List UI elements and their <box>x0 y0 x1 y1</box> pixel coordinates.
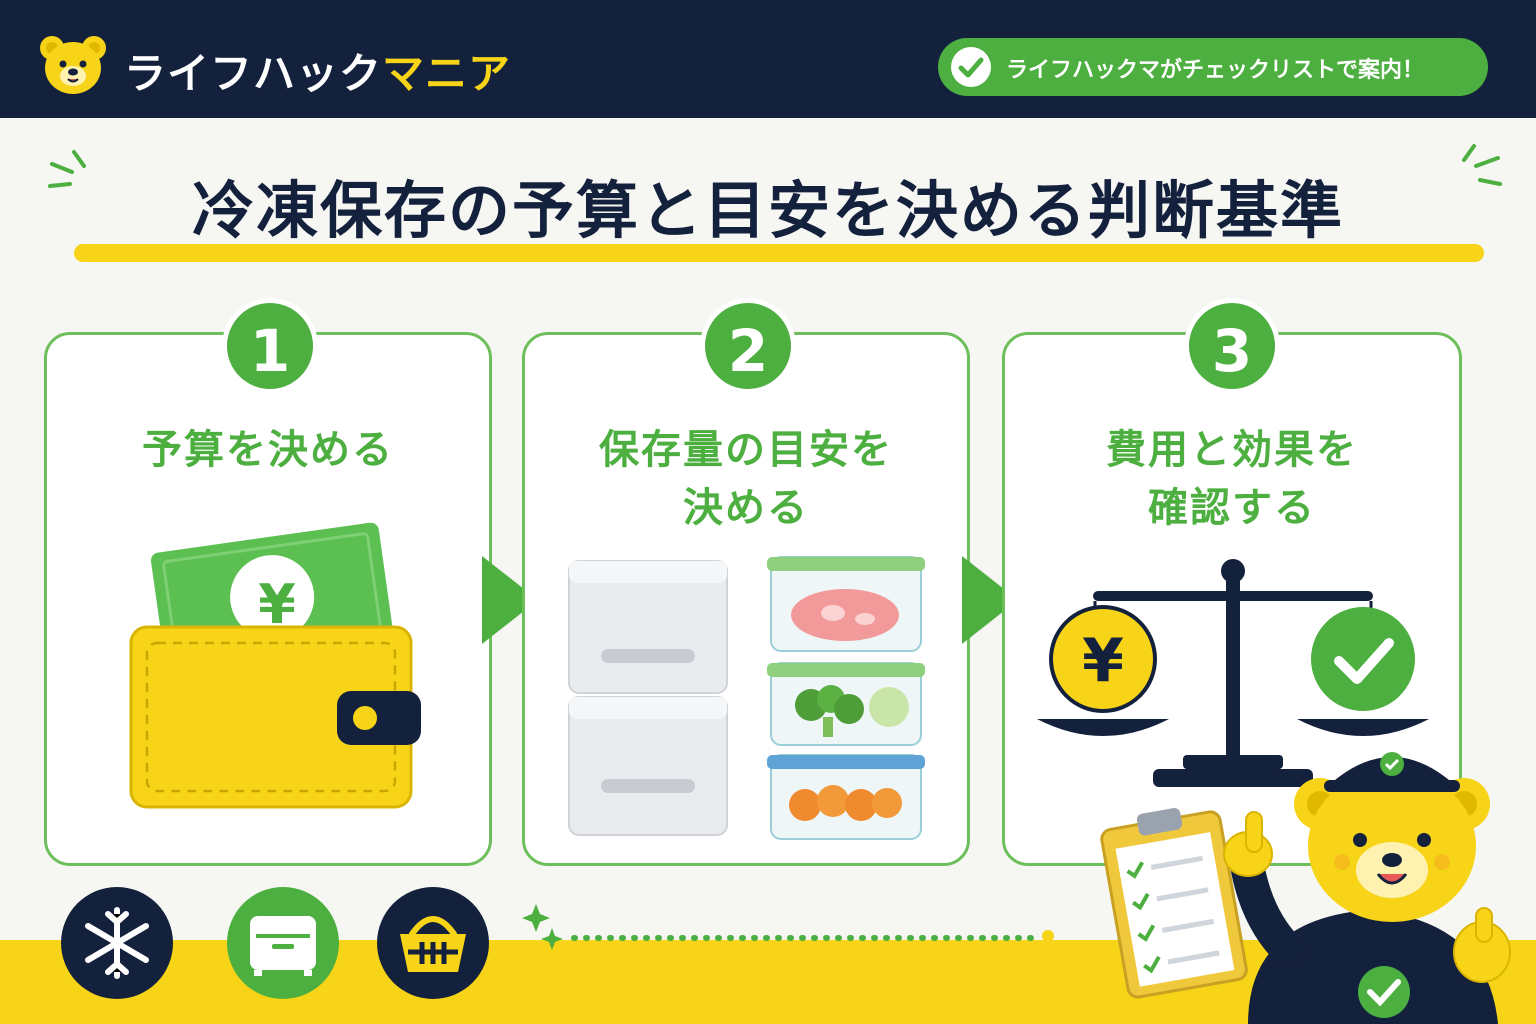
step-card-2: 保存量の目安を 決める <box>522 332 970 866</box>
decorative-dotted-line <box>522 904 1054 950</box>
step-number-2: 2 <box>700 298 796 394</box>
scale-yen-symbol: ¥ <box>1082 626 1124 696</box>
bear-logo-icon <box>40 36 106 94</box>
checklist-badge-text: ライフハックマがチェックリストで案内！ <box>1006 58 1425 83</box>
snowflake-icon <box>61 887 173 999</box>
title-underline <box>74 244 1484 262</box>
brand-name-part2: マニア <box>382 49 512 98</box>
basket-icon <box>377 887 489 999</box>
step-1-label: 予算を決める <box>47 421 489 479</box>
step-card-1: 予算を決める ¥ <box>44 332 492 866</box>
step-number-3: 3 <box>1184 298 1280 394</box>
arrow-right-icon <box>962 556 1018 644</box>
step-2-label-line1: 保存量の目安を <box>599 427 893 473</box>
freezer-icon <box>227 887 339 999</box>
checklist-badge: ライフハックマがチェックリストで案内！ <box>938 38 1488 96</box>
page-title: 冷凍保存の予算と目安を決める判断基準 <box>191 174 1344 247</box>
balance-scale-icon: ¥ <box>1037 559 1429 787</box>
sparkle-lines-left-icon <box>48 150 86 188</box>
step-2-label-line2: 決める <box>683 485 809 531</box>
step-3-label-line2: 確認する <box>1148 485 1316 531</box>
step-2-label: 保存量の目安を 決める <box>525 421 967 537</box>
bear-mascot-icon <box>1100 752 1511 1024</box>
wallet-yen-icon: ¥ <box>129 522 421 809</box>
step-1-label-line1: 予算を決める <box>142 427 394 473</box>
freezer-containers-icon <box>568 556 925 840</box>
check-icon <box>951 47 991 87</box>
step-3-label-line1: 費用と効果を <box>1106 427 1358 473</box>
sparkle-lines-right-icon <box>1462 144 1502 186</box>
arrow-right-icon <box>482 556 538 644</box>
brand-name[interactable]: ライフハックマニア <box>124 40 511 101</box>
header-bar: ライフハックマニア ライフハックマがチェックリストで案内！ <box>0 0 1536 118</box>
step-3-label: 費用と効果を 確認する <box>1005 421 1459 537</box>
brand-name-part1: ライフハック <box>124 49 383 98</box>
step-number-1: 1 <box>222 298 318 394</box>
